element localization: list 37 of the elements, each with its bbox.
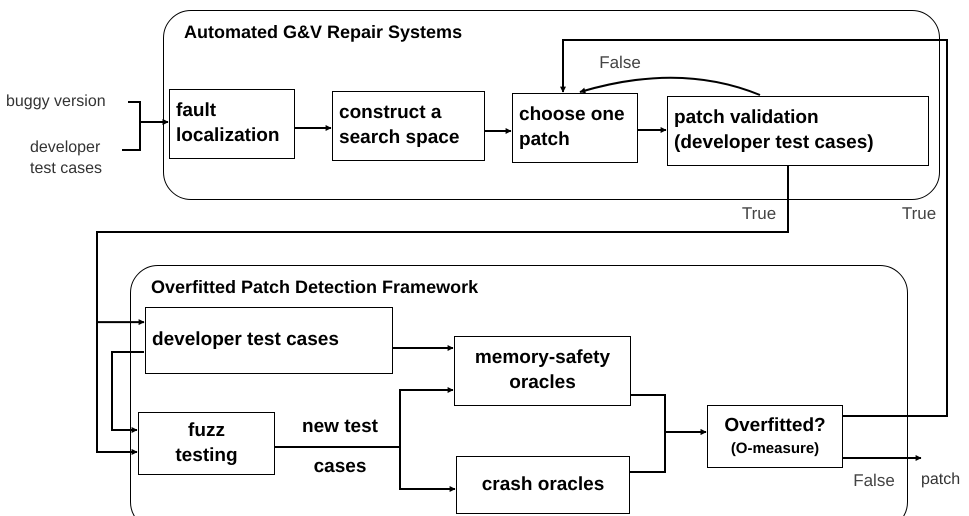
container-title: Automated G&V Repair Systems	[184, 21, 462, 44]
edge-label: new test cases	[300, 415, 380, 479]
decision-box	[707, 405, 843, 468]
process-box	[667, 96, 929, 166]
arrow	[392, 345, 454, 351]
process-box	[454, 336, 631, 406]
box-label: developer test cases	[152, 328, 340, 352]
arrow	[560, 39, 948, 417]
arrow	[111, 351, 144, 433]
box-subtitle: (O-measure)	[730, 439, 820, 459]
box-label: memory-safety oracles	[474, 346, 612, 395]
arrow	[484, 128, 512, 134]
box-label: choose one patch	[519, 103, 626, 152]
arrow	[629, 429, 707, 473]
process-box	[456, 456, 630, 514]
arrow	[579, 76, 760, 96]
arrow	[294, 125, 332, 131]
process-box	[169, 89, 295, 159]
box-label: crash oracles	[482, 472, 604, 497]
output-label: patch	[921, 470, 962, 490]
container-title: Overfitted Patch Detection Framework	[151, 276, 478, 298]
box-label: Overfitted?	[724, 414, 826, 438]
system-container	[163, 10, 940, 200]
arrow	[122, 119, 169, 151]
input-label: buggy version	[6, 92, 107, 112]
arrow	[842, 455, 922, 461]
process-box	[512, 93, 638, 163]
framework-container	[130, 265, 908, 516]
box-label: patch validation (developer test cases)	[674, 106, 875, 155]
box-label: fuzz testing	[174, 418, 239, 468]
input-label: developer test cases	[30, 138, 104, 179]
process-box	[138, 412, 275, 475]
process-box	[145, 307, 393, 374]
box-label: construct a search space	[339, 101, 460, 150]
arrow	[637, 127, 667, 133]
box-label: fault localization	[176, 99, 280, 148]
process-box	[332, 91, 485, 161]
